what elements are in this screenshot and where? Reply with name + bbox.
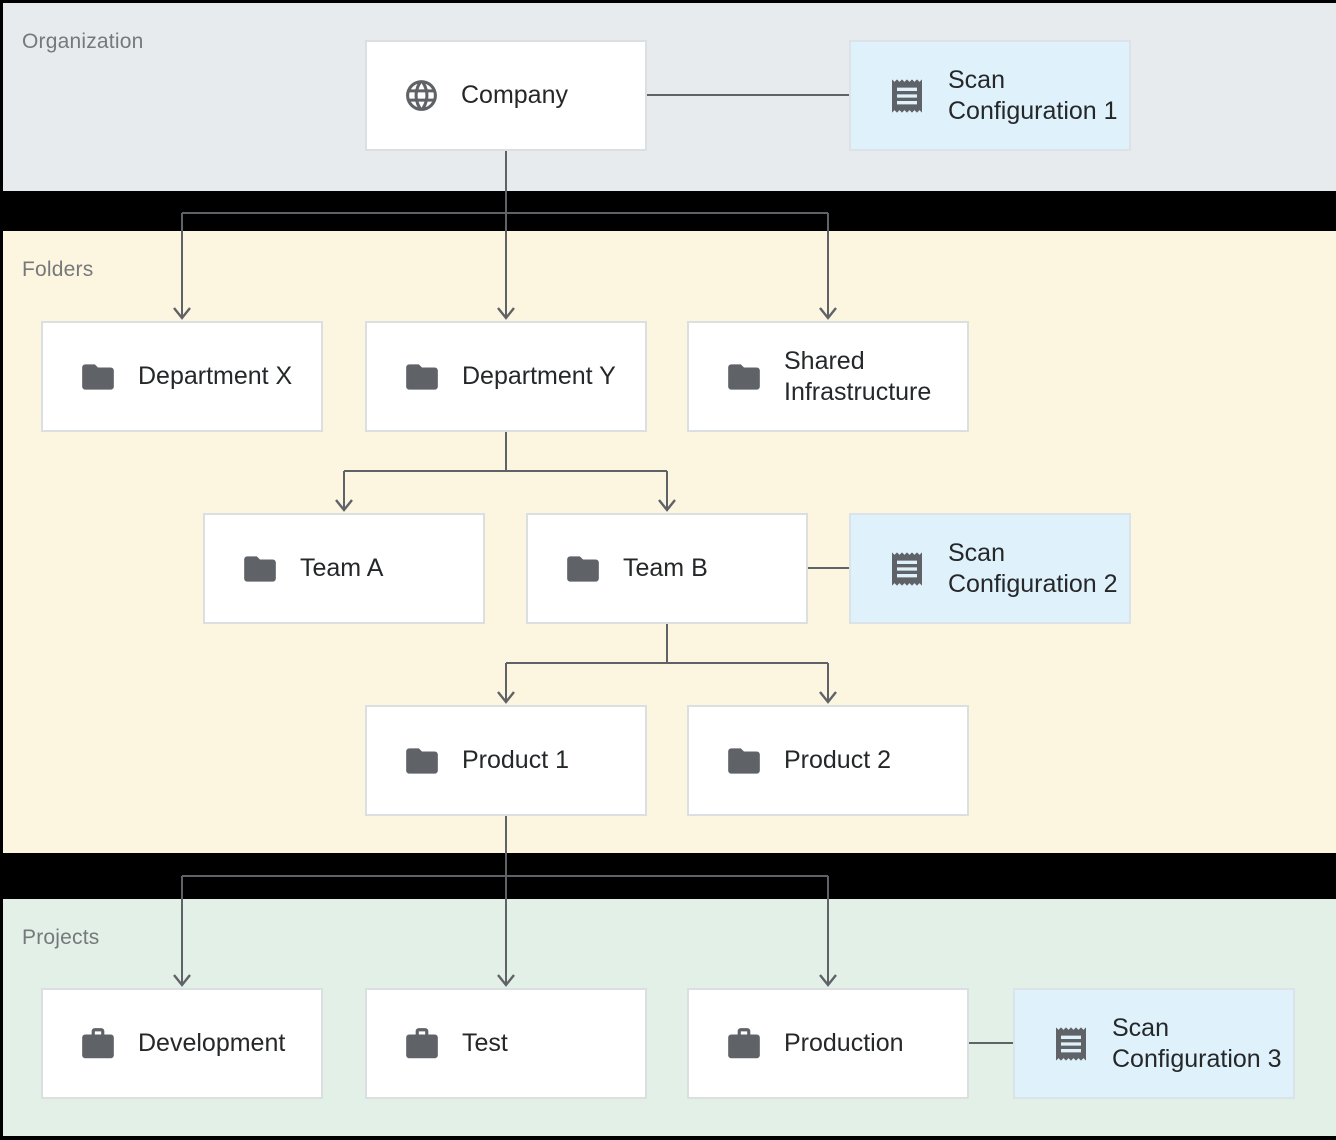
- receipt-icon: [887, 549, 927, 589]
- node-product-2: Product 2: [687, 705, 969, 816]
- node-shared-infrastructure: Shared Infrastructure: [687, 321, 969, 432]
- node-label: Company: [461, 81, 568, 109]
- node-scan-configuration-3: Scan Configuration 3: [1013, 988, 1295, 1099]
- node-development: Development: [41, 988, 323, 1099]
- node-scan-configuration-1: Scan Configuration 1: [849, 40, 1131, 151]
- node-label: Department X: [138, 362, 293, 390]
- node-label: Product 1: [462, 746, 570, 774]
- projects-band-label: Projects: [22, 926, 100, 949]
- organization-band-label: Organization: [22, 30, 144, 53]
- node-label: Product 2: [784, 746, 892, 774]
- receipt-icon: [887, 76, 927, 116]
- node-scan-configuration-2: Scan Configuration 2: [849, 513, 1131, 624]
- briefcase-icon: [725, 1025, 763, 1063]
- node-label: Department Y: [462, 362, 616, 390]
- node-team-a: Team A: [203, 513, 485, 624]
- node-production: Production: [687, 988, 969, 1099]
- briefcase-icon: [79, 1025, 117, 1063]
- folder-icon: [725, 742, 763, 780]
- node-test: Test: [365, 988, 647, 1099]
- node-company: Company: [365, 40, 647, 151]
- globe-icon: [403, 77, 440, 114]
- node-department-y: Department Y: [365, 321, 647, 432]
- folders-band-label: Folders: [22, 258, 94, 281]
- node-product-1: Product 1: [365, 705, 647, 816]
- folder-icon: [79, 358, 117, 396]
- node-label: Development: [138, 1029, 286, 1057]
- folder-icon: [564, 550, 602, 588]
- node-label: Test: [462, 1029, 508, 1057]
- folder-icon: [403, 358, 441, 396]
- node-label: Scan Configuration 2: [948, 538, 1118, 598]
- node-label: Scan Configuration 1: [948, 65, 1118, 125]
- receipt-icon: [1051, 1024, 1091, 1064]
- organization-band: Organization: [3, 3, 1336, 191]
- node-label: Team B: [623, 554, 708, 582]
- node-team-b: Team B: [526, 513, 808, 624]
- node-department-x: Department X: [41, 321, 323, 432]
- folder-icon: [403, 742, 441, 780]
- briefcase-icon: [403, 1025, 441, 1063]
- node-label: Shared Infrastructure: [784, 346, 932, 406]
- node-label: Production: [784, 1029, 904, 1057]
- folder-icon: [241, 550, 279, 588]
- node-label: Scan Configuration 3: [1112, 1013, 1282, 1073]
- node-label: Team A: [300, 554, 384, 582]
- folder-icon: [725, 358, 763, 396]
